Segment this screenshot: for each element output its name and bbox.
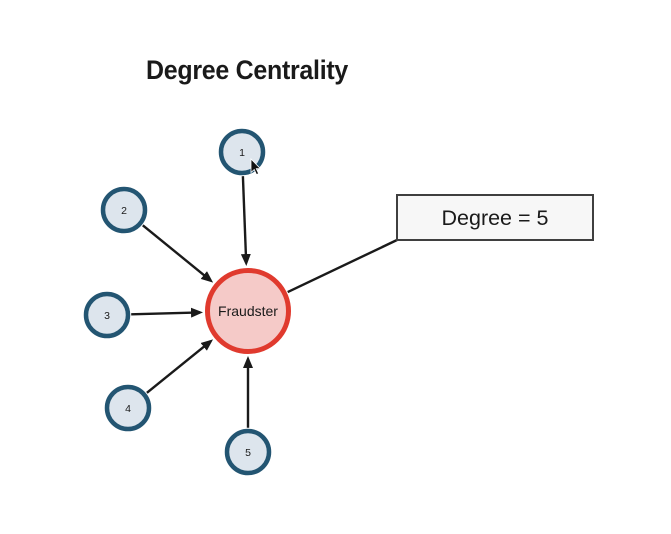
node-3: 3 — [83, 291, 131, 339]
edge-n3-to-fraudster — [131, 307, 203, 318]
node-2-label: 2 — [121, 205, 127, 217]
edge-n4-to-fraudster — [146, 339, 214, 394]
node-2-circle — [100, 186, 148, 234]
fraudster-node-circle — [205, 268, 291, 354]
degree-callout: Degree = 5 — [396, 194, 594, 241]
callout-connector-line — [287, 238, 398, 294]
degree-callout-label: Degree = 5 — [442, 206, 549, 230]
degree-callout-box — [396, 194, 594, 241]
node-3-circle — [83, 291, 131, 339]
node-5-label: 5 — [245, 447, 251, 459]
node-4-label: 4 — [125, 403, 131, 415]
node-4-circle — [104, 384, 152, 432]
node-5: 5 — [224, 428, 272, 476]
edge-n2-to-fraudster — [142, 224, 214, 283]
node-2: 2 — [100, 186, 148, 234]
fraudster-node-label: Fraudster — [218, 303, 278, 319]
fraudster-node: Fraudster — [205, 268, 291, 354]
diagram-title: Degree Centrality — [146, 55, 348, 85]
edges-layer — [131, 176, 398, 428]
node-4: 4 — [104, 384, 152, 432]
node-3-label: 3 — [104, 310, 110, 322]
node-5-circle — [224, 428, 272, 476]
node-1-label: 1 — [239, 147, 245, 159]
mouse-cursor-icon — [250, 158, 262, 176]
nodes-layer: 1 2 3 4 5 Fraudster — [83, 128, 291, 476]
edge-n1-to-fraudster — [240, 176, 251, 266]
